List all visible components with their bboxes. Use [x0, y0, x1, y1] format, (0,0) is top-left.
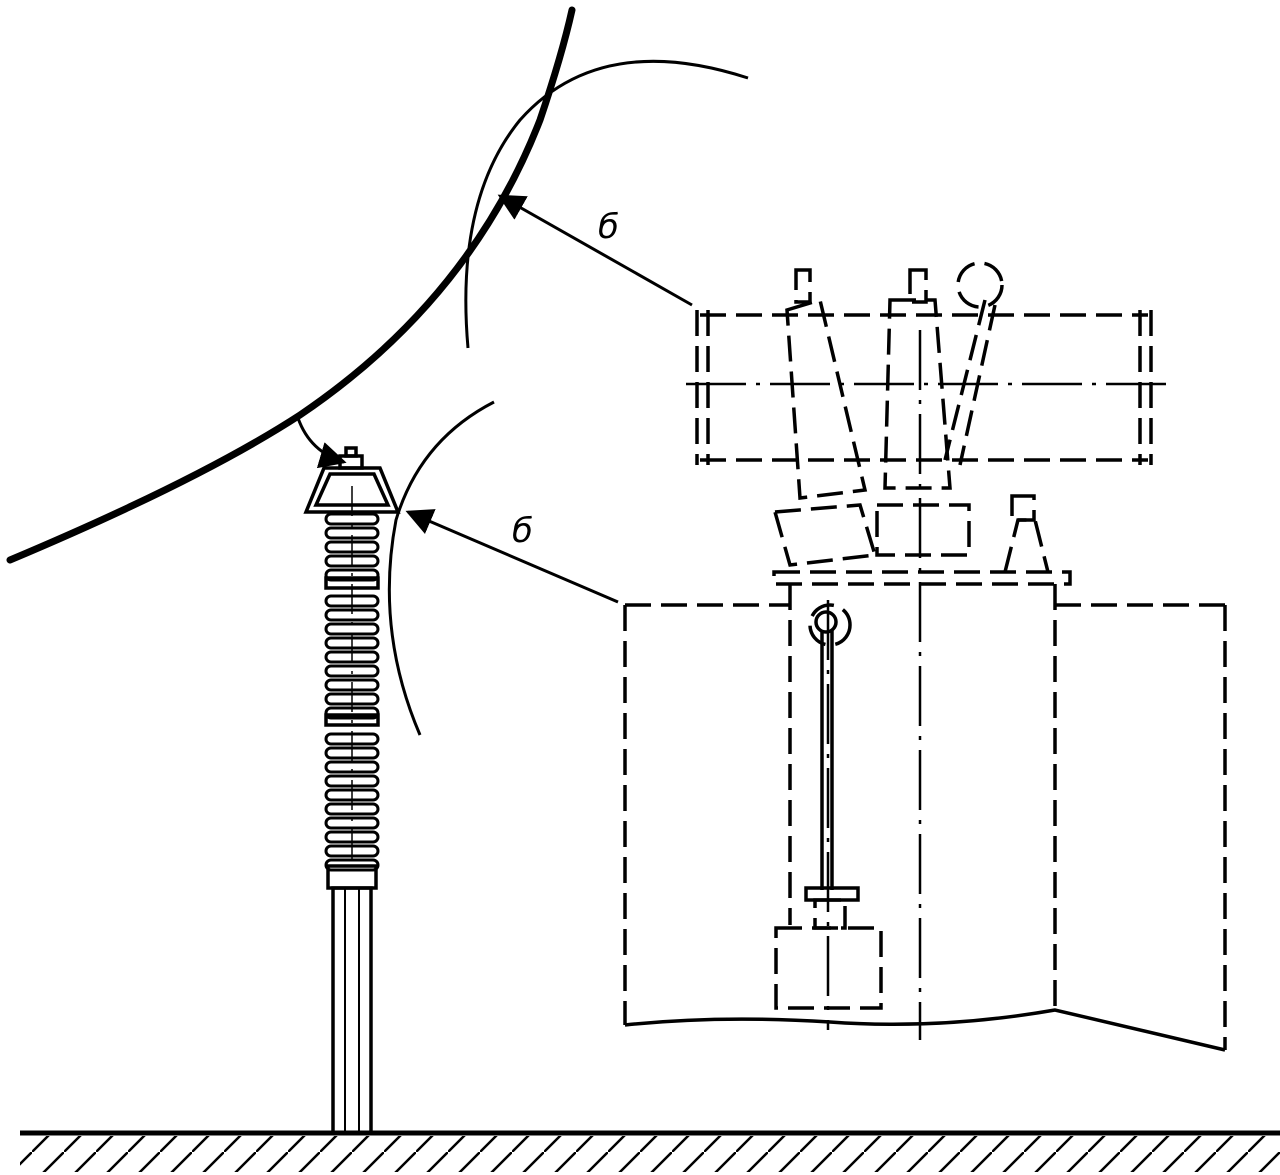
- insulator-shed: [324, 774, 380, 788]
- clearance-label-lower: б: [512, 511, 533, 551]
- insulator-shed: [324, 664, 380, 678]
- insulator-shed: [324, 526, 380, 540]
- insulator-shed: [324, 692, 380, 706]
- insulator-shed: [324, 678, 380, 692]
- clearance-label-upper: б: [598, 207, 619, 247]
- transformer-outline: [623, 261, 1227, 1052]
- insulator-shed: [324, 732, 380, 746]
- conductor-swing-envelope: [6, 6, 576, 564]
- clearance-arc-upper: [464, 59, 749, 349]
- dimension-line-upper: [497, 194, 693, 307]
- dimension-line-lower: [405, 509, 619, 604]
- insulator-shed: [324, 788, 380, 802]
- insulator-shed: [324, 540, 380, 554]
- short-drop-arrow: [296, 417, 347, 469]
- insulator-shed: [324, 608, 380, 622]
- insulator-shed: [324, 830, 380, 844]
- insulator-shed: [324, 512, 380, 526]
- insulator-shed: [324, 594, 380, 608]
- insulator-shed: [324, 802, 380, 816]
- insulator-shed: [324, 650, 380, 664]
- ground: [20, 1130, 1280, 1172]
- post-insulator: [303, 446, 401, 1135]
- insulator-shed: [324, 554, 380, 568]
- insulator-shed: [324, 746, 380, 760]
- insulator-shed: [324, 816, 380, 830]
- insulator-shed: [324, 568, 380, 582]
- clearance-arc-lower: [387, 400, 495, 736]
- insulator-shed: [324, 636, 380, 650]
- insulator-shed: [324, 844, 380, 858]
- insulator-shed: [324, 622, 380, 636]
- insulator-shed: [324, 760, 380, 774]
- insulator-shed: [324, 706, 380, 720]
- insulator-sheds: [324, 512, 380, 872]
- insulator-shed: [324, 858, 380, 872]
